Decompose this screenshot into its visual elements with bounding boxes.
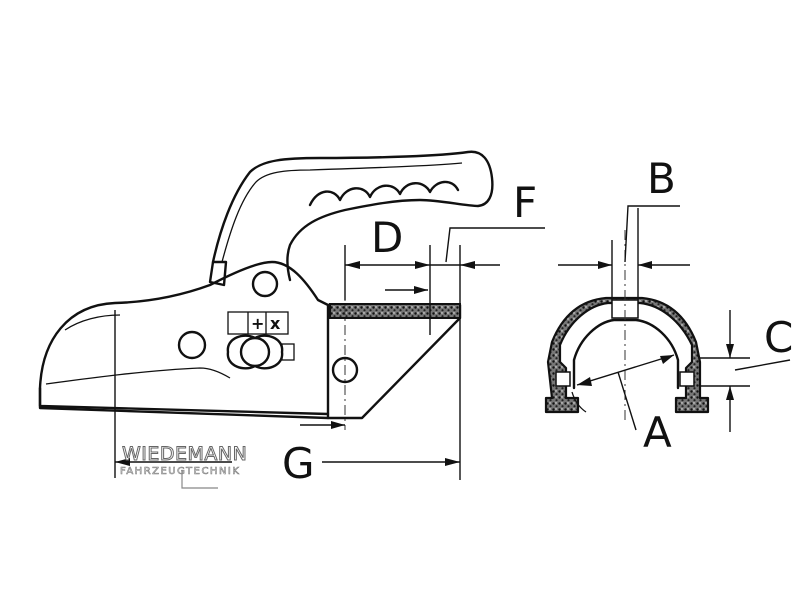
cross-section-view (544, 205, 791, 432)
handle-outline (211, 150, 494, 282)
dimension-lines (114, 227, 545, 480)
safety-knob (226, 334, 295, 370)
wear-indicator: + x (227, 311, 289, 335)
handle-bracket (208, 260, 228, 287)
watermark-subtitle: FAHRZEUGTECHNIK (120, 466, 240, 477)
label-f: F (513, 178, 537, 227)
cross-mark: x (270, 314, 281, 333)
f-leader (445, 227, 545, 263)
pivot-hole (177, 330, 207, 360)
label-c: C (764, 313, 793, 362)
body-outline (38, 260, 330, 420)
body-detail-line (45, 367, 231, 385)
c-leader (734, 359, 791, 371)
label-d: D (371, 213, 403, 262)
plus-mark: + (251, 314, 264, 333)
handle-inner-line (221, 162, 463, 263)
label-a: A (643, 408, 672, 457)
section-inner-arc (572, 318, 680, 390)
label-b: B (647, 154, 676, 203)
label-g: G (282, 439, 315, 488)
handle-grip (308, 180, 460, 207)
watermark-name: WIEDEMANN (122, 443, 247, 465)
base-plate (38, 386, 330, 416)
shaft-tube (326, 303, 462, 420)
watermark: WIEDEMANN FAHRZEUGTECHNIK (120, 443, 247, 489)
b-leader (624, 205, 680, 263)
shaft-hole (331, 356, 359, 384)
a-leader (617, 371, 637, 431)
watermark-hook (181, 470, 218, 489)
section-shell (544, 296, 710, 414)
shaft-section-hatch (329, 303, 461, 319)
upper-hole (251, 270, 279, 298)
